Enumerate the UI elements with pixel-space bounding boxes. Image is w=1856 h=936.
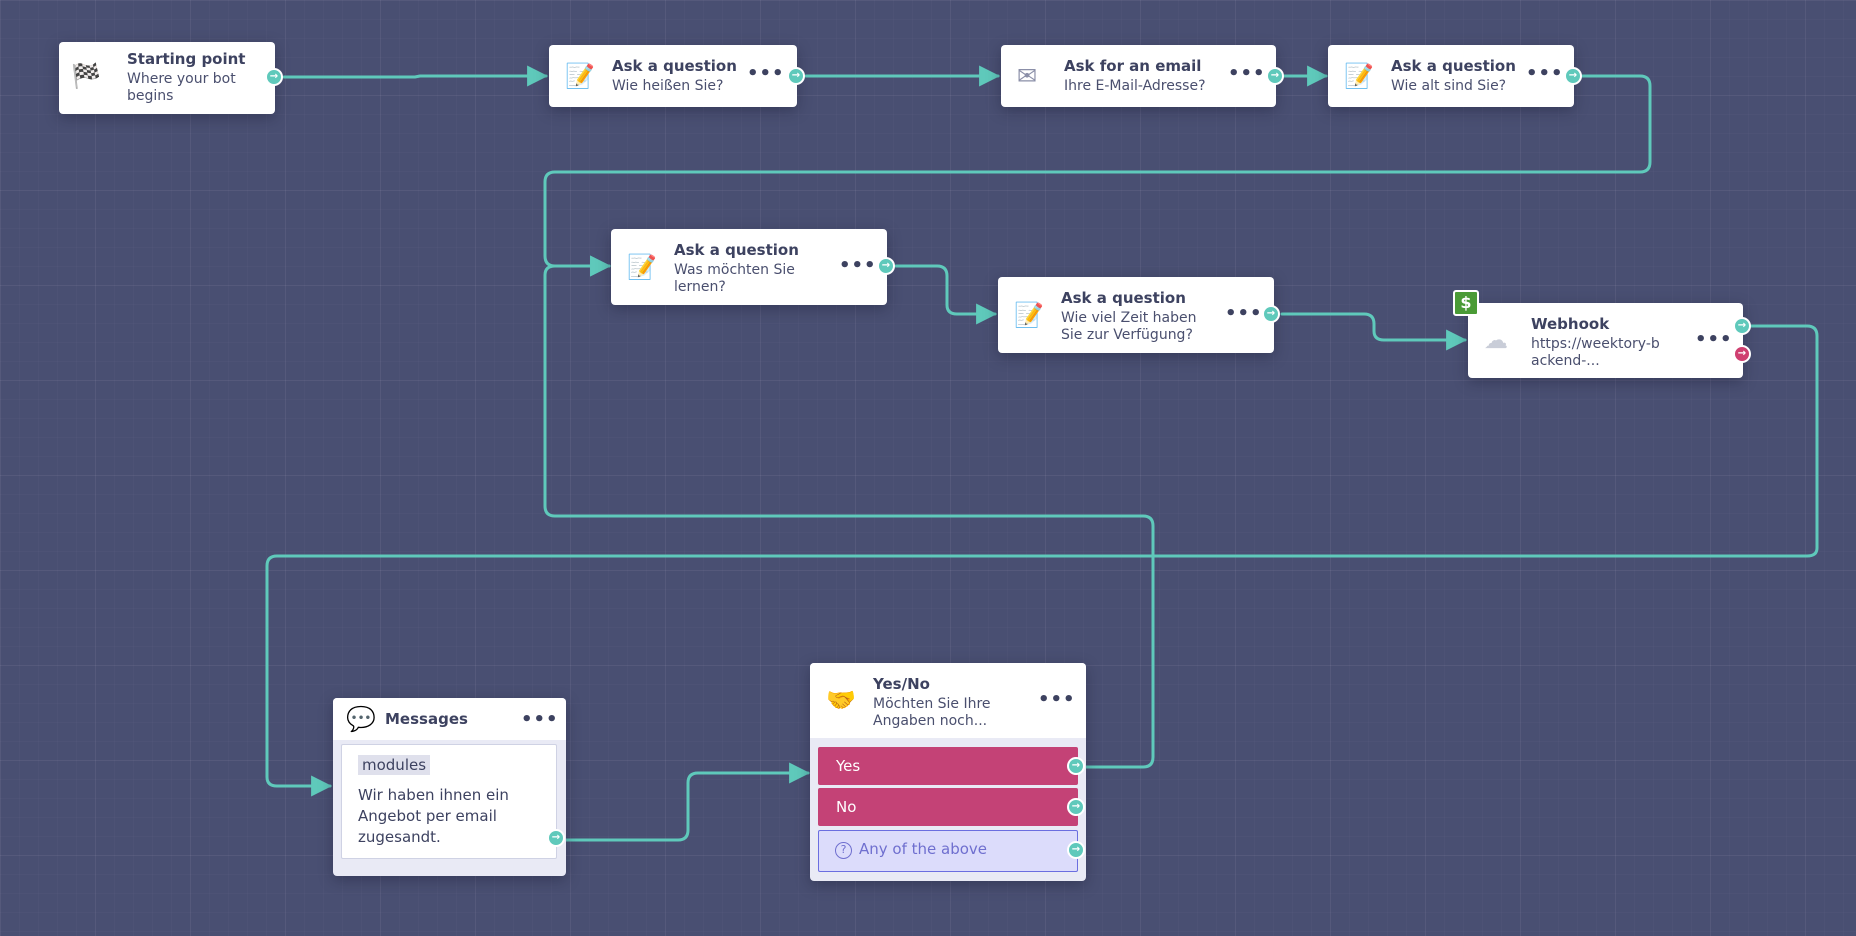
- edge-messages-to-yesno: [558, 762, 811, 842]
- node-subtitle: Wie alt sind Sie?: [1391, 78, 1507, 94]
- node-title: Webhook: [1531, 315, 1610, 333]
- output-port-any[interactable]: →: [1067, 841, 1085, 859]
- node-ask-question-age[interactable]: 📝 Ask a question Wie alt sind Sie? ••• →: [1328, 45, 1582, 107]
- output-port[interactable]: →: [265, 68, 283, 86]
- speech-bubble-icon: 💬: [346, 705, 376, 733]
- node-title: Ask a question: [1391, 57, 1516, 75]
- choice-label: Yes: [836, 757, 861, 775]
- node-menu-button[interactable]: •••: [1526, 63, 1564, 84]
- envelope-icon: ✉: [1017, 62, 1038, 90]
- message-text: Wir haben ihnen ein Angebot per email zu…: [358, 786, 509, 846]
- memo-icon: 📝: [627, 253, 657, 281]
- node-title: Ask a question: [612, 57, 737, 75]
- output-port-yes[interactable]: →: [1067, 757, 1085, 775]
- memo-icon: 📝: [565, 62, 595, 90]
- node-header: [333, 698, 566, 740]
- node-menu-button[interactable]: •••: [521, 709, 559, 730]
- output-port[interactable]: →: [547, 829, 565, 847]
- node-title: Ask a question: [1061, 289, 1186, 307]
- node-ask-question-learn[interactable]: 📝 Ask a question Was möchten Sie lernen?…: [611, 229, 895, 305]
- edge-q3-to-q4: [894, 264, 998, 325]
- node-menu-button[interactable]: •••: [1225, 303, 1263, 324]
- checkered-flag-icon: 🏁: [71, 62, 101, 90]
- output-port[interactable]: →: [1564, 67, 1582, 85]
- node-menu-button[interactable]: •••: [1038, 689, 1076, 710]
- node-ask-question-time[interactable]: 📝 Ask a question Wie viel Zeit haben Sie…: [998, 277, 1280, 353]
- edge-q4-to-webhook: [1280, 312, 1468, 351]
- edge-q2-to-q3: [543, 74, 1652, 277]
- node-messages[interactable]: 💬 Messages ••• modules Wir haben ihnen e…: [333, 698, 566, 876]
- node-ask-question-name[interactable]: 📝 Ask a question Wie heißen Sie? ••• →: [549, 45, 805, 107]
- node-title: Ask a question: [674, 241, 799, 259]
- choice-label: Any of the above: [859, 840, 988, 858]
- choice-yes[interactable]: Yes: [818, 747, 1078, 785]
- node-subtitle: Wie viel Zeit haben Sie zur Verfügung?: [1061, 310, 1197, 343]
- choice-label: No: [836, 798, 857, 816]
- handshake-icon: 🤝: [826, 686, 856, 714]
- edge-webhook-to-messages: [265, 324, 1819, 797]
- node-webhook[interactable]: ☁ Webhook https://weektory-backend-... •…: [1468, 303, 1751, 378]
- node-title: Messages: [385, 710, 468, 728]
- edge-start-to-q1: [282, 65, 549, 87]
- output-port[interactable]: →: [787, 67, 805, 85]
- choice-any-of-the-above[interactable]: ? Any of the above: [818, 830, 1078, 872]
- node-header: [810, 663, 1086, 738]
- output-port-success[interactable]: →: [1733, 317, 1751, 335]
- node-title: Ask for an email: [1064, 57, 1202, 75]
- node-subtitle: Wie heißen Sie?: [612, 78, 724, 94]
- node-starting-point[interactable]: 🏁 Starting point Where your bot begins →: [59, 42, 283, 114]
- message-content-box[interactable]: modules Wir haben ihnen ein Angebot per …: [341, 744, 557, 859]
- node-subtitle: https://weektory-backend-...: [1531, 336, 1660, 369]
- node-ask-email[interactable]: ✉ Ask for an email Ihre E-Mail-Adresse? …: [1001, 45, 1284, 107]
- variable-chip: modules: [358, 755, 431, 775]
- output-port-error[interactable]: →: [1733, 345, 1751, 363]
- output-port-no[interactable]: →: [1067, 798, 1085, 816]
- node-subtitle: Where your bot begins: [127, 71, 236, 104]
- node-menu-button[interactable]: •••: [1228, 63, 1266, 84]
- node-subtitle: Möchten Sie Ihre Angaben noch...: [873, 696, 991, 729]
- node-title: Starting point: [127, 50, 246, 68]
- memo-icon: 📝: [1344, 62, 1374, 90]
- question-circle-icon: ?: [835, 842, 852, 859]
- output-port[interactable]: →: [877, 257, 895, 275]
- node-subtitle: Was möchten Sie lernen?: [674, 262, 795, 295]
- node-menu-button[interactable]: •••: [839, 255, 877, 276]
- dollar-badge-icon: $: [1453, 290, 1479, 316]
- node-yes-no[interactable]: 🤝 Yes/No Möchten Sie Ihre Angaben noch..…: [810, 663, 1086, 881]
- node-subtitle: Ihre E-Mail-Adresse?: [1064, 78, 1206, 94]
- node-menu-button[interactable]: •••: [1695, 329, 1733, 350]
- node-title: Yes/No: [873, 675, 930, 693]
- output-port[interactable]: →: [1262, 305, 1280, 323]
- memo-icon: 📝: [1014, 301, 1044, 329]
- output-port[interactable]: →: [1266, 67, 1284, 85]
- node-menu-button[interactable]: •••: [747, 63, 785, 84]
- cloud-icon: ☁: [1484, 326, 1508, 354]
- choice-no[interactable]: No: [818, 788, 1078, 826]
- edge-yes-to-q3: [543, 255, 1155, 769]
